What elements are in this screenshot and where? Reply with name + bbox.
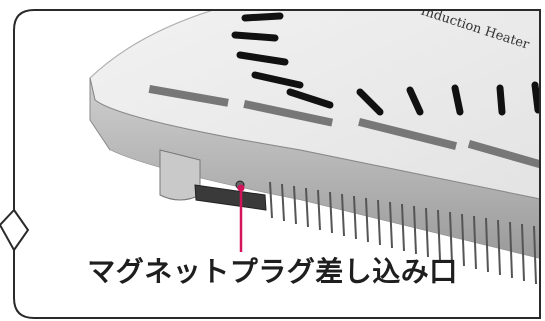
coil-stripes	[231, 12, 540, 116]
pointer-line	[237, 184, 245, 252]
speech-frame	[13, 9, 541, 319]
vent-slats	[269, 181, 537, 285]
cooktop-front-edge	[89, 77, 540, 261]
plug-socket-caption: マグネットプラグ差し込み口	[87, 255, 458, 288]
printed-labels	[148, 85, 540, 170]
